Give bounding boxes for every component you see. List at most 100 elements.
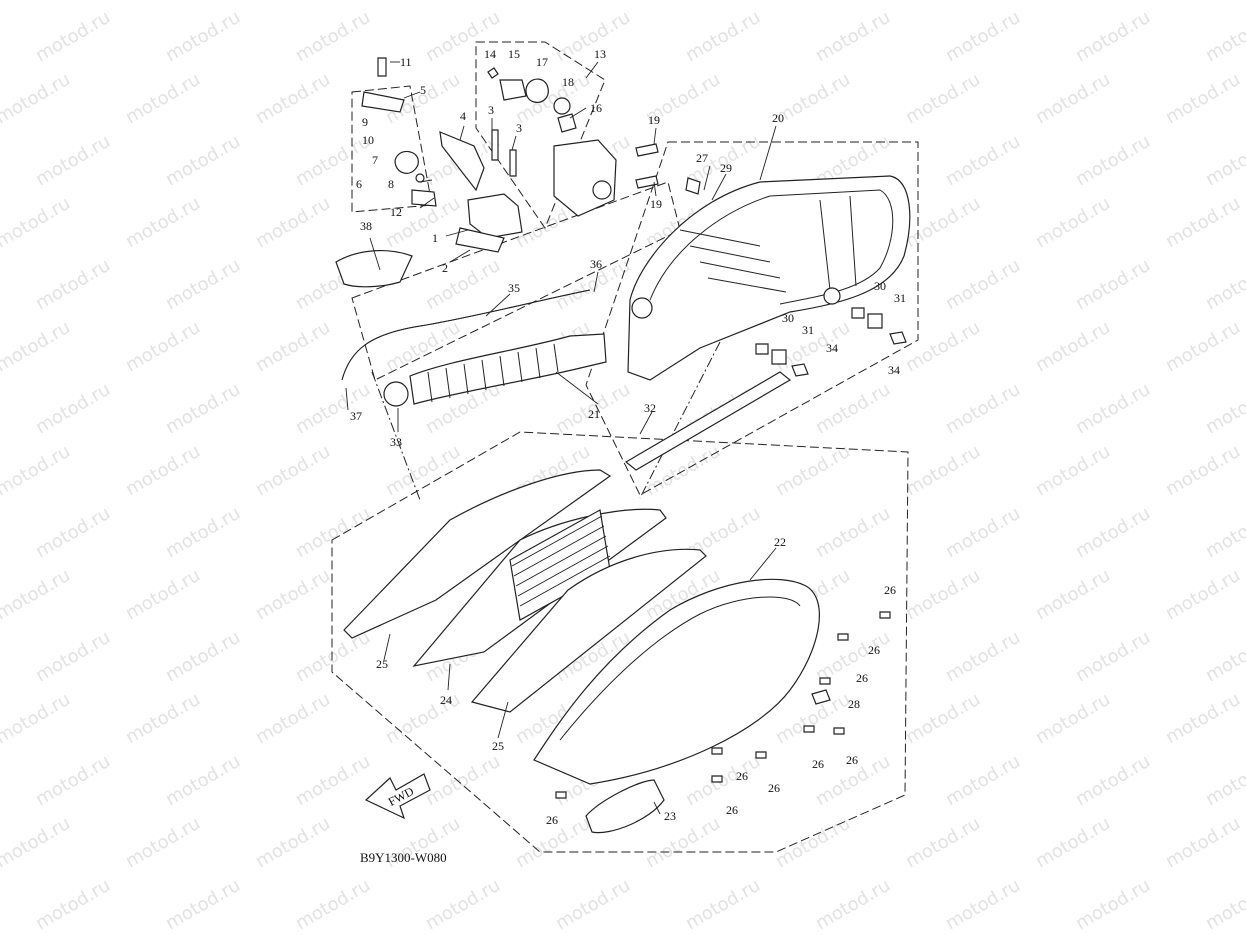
watermark-text: motod.ru <box>1072 379 1154 438</box>
watermark-text: motod.ru <box>1162 813 1244 872</box>
callout-36: 36 <box>590 257 602 271</box>
callout-12: 12 <box>390 205 402 219</box>
airbox-cover <box>533 578 831 834</box>
watermark-text: motod.ru <box>162 503 244 562</box>
watermark-text: motod.ru <box>0 565 74 624</box>
watermark-text: motod.ru <box>292 875 374 934</box>
seal-strip <box>624 371 792 471</box>
callout-21: 21 <box>588 407 600 421</box>
filter-element <box>343 469 707 713</box>
watermark-text: motod.ru <box>1202 131 1246 190</box>
callout-3: 3 <box>516 121 522 135</box>
leader-lines <box>345 61 777 815</box>
callout-34: 34 <box>888 363 900 377</box>
diagram-code: B9Y1300-W080 <box>360 850 447 865</box>
callout-26: 26 <box>736 769 748 783</box>
watermark-text: motod.ru <box>942 255 1024 314</box>
callout-4: 4 <box>460 109 466 123</box>
callout-26: 26 <box>846 753 858 767</box>
watermark-text: motod.ru <box>252 441 334 500</box>
callout-16: 16 <box>590 101 602 115</box>
watermark-text: motod.ru <box>122 565 204 624</box>
callout-19: 19 <box>648 113 660 127</box>
watermark-text: motod.ru <box>32 131 114 190</box>
callout-9: 9 <box>362 115 368 129</box>
watermark-text: motod.ru <box>162 627 244 686</box>
watermark-text: motod.ru <box>1032 317 1114 376</box>
watermark-text: motod.ru <box>942 7 1024 66</box>
watermark-text: motod.ru <box>422 875 504 934</box>
watermark-text: motod.ru <box>1032 689 1114 748</box>
watermark-text: motod.ru <box>162 875 244 934</box>
watermark-text: motod.ru <box>1032 193 1114 252</box>
watermark-text: motod.ru <box>0 813 74 872</box>
watermark-text: motod.ru <box>772 441 854 500</box>
watermark-text: motod.ru <box>942 627 1024 686</box>
watermark-text: motod.ru <box>682 875 764 934</box>
watermark-text: motod.ru <box>292 627 374 686</box>
screws <box>555 611 891 799</box>
callout-26: 26 <box>868 643 880 657</box>
watermark-text: motod.ru <box>1072 131 1154 190</box>
callout-33: 33 <box>390 435 402 449</box>
watermark-text: motod.ru <box>942 875 1024 934</box>
callout-31: 31 <box>894 291 906 305</box>
watermark-text: motod.ru <box>902 0 984 4</box>
callout-20: 20 <box>772 111 784 125</box>
watermark-text: motod.ru <box>162 255 244 314</box>
watermark-text: motod.ru <box>0 317 74 376</box>
callout-30: 30 <box>782 311 794 325</box>
watermark-text: motod.ru <box>382 441 464 500</box>
watermark-text: motod.ru <box>252 69 334 128</box>
watermark-text: motod.ru <box>252 0 334 4</box>
watermark-text: motod.ru <box>162 7 244 66</box>
watermark-text: motod.ru <box>162 379 244 438</box>
watermark-text: motod.ru <box>122 0 204 4</box>
callout-32: 32 <box>644 401 656 415</box>
watermark-text: motod.ru <box>252 689 334 748</box>
watermark-text: motod.ru <box>32 751 114 810</box>
watermark-text: motod.ru <box>0 193 74 252</box>
callout-5: 5 <box>420 83 426 97</box>
watermark-text: motod.ru <box>1162 69 1244 128</box>
watermark-text: motod.ru <box>252 813 334 872</box>
watermark-text: motod.ru <box>0 0 74 4</box>
watermark-text: motod.ru <box>902 813 984 872</box>
watermark-text: motod.ru <box>162 131 244 190</box>
watermark-text: motod.ru <box>122 69 204 128</box>
callout-35: 35 <box>508 281 520 295</box>
airbox-case <box>627 175 911 381</box>
watermark-text: motod.ru <box>642 813 724 872</box>
callout-26: 26 <box>768 781 780 795</box>
watermark-text: motod.ru <box>1032 0 1114 4</box>
heat-shield <box>335 250 413 288</box>
watermark-text: motod.ru <box>1202 379 1246 438</box>
callout-19: 19 <box>650 197 662 211</box>
callout-6: 6 <box>356 177 362 191</box>
callout-8: 8 <box>388 177 394 191</box>
watermark-text: motod.ru <box>32 379 114 438</box>
watermark-text: motod.ru <box>1162 689 1244 748</box>
watermark-text: motod.ru <box>162 751 244 810</box>
watermark-text: motod.ru <box>902 193 984 252</box>
throttle-assembly <box>361 57 659 253</box>
watermark-text: motod.ru <box>902 69 984 128</box>
callout-17: 17 <box>536 55 548 69</box>
watermark-text: motod.ru <box>252 565 334 624</box>
callout-2: 2 <box>442 261 448 275</box>
watermark-text: motod.ru <box>1072 627 1154 686</box>
callout-25: 25 <box>376 657 388 671</box>
watermark-text: motod.ru <box>1072 7 1154 66</box>
watermark-text: motod.ru <box>942 503 1024 562</box>
callout-25: 25 <box>492 739 504 753</box>
watermark-text: motod.ru <box>552 7 634 66</box>
callouts: 1 2 3 3 4 5 6 7 8 9 10 11 12 13 14 15 16… <box>350 47 906 827</box>
watermark-text: motod.ru <box>122 689 204 748</box>
callout-26: 26 <box>884 583 896 597</box>
watermark-text: motod.ru <box>252 193 334 252</box>
forward-arrow-icon: FWD <box>364 773 431 820</box>
watermark-text: motod.ru <box>32 627 114 686</box>
callout-24: 24 <box>440 693 452 707</box>
watermark-text: motod.ru <box>512 69 594 128</box>
callout-22: 22 <box>774 535 786 549</box>
